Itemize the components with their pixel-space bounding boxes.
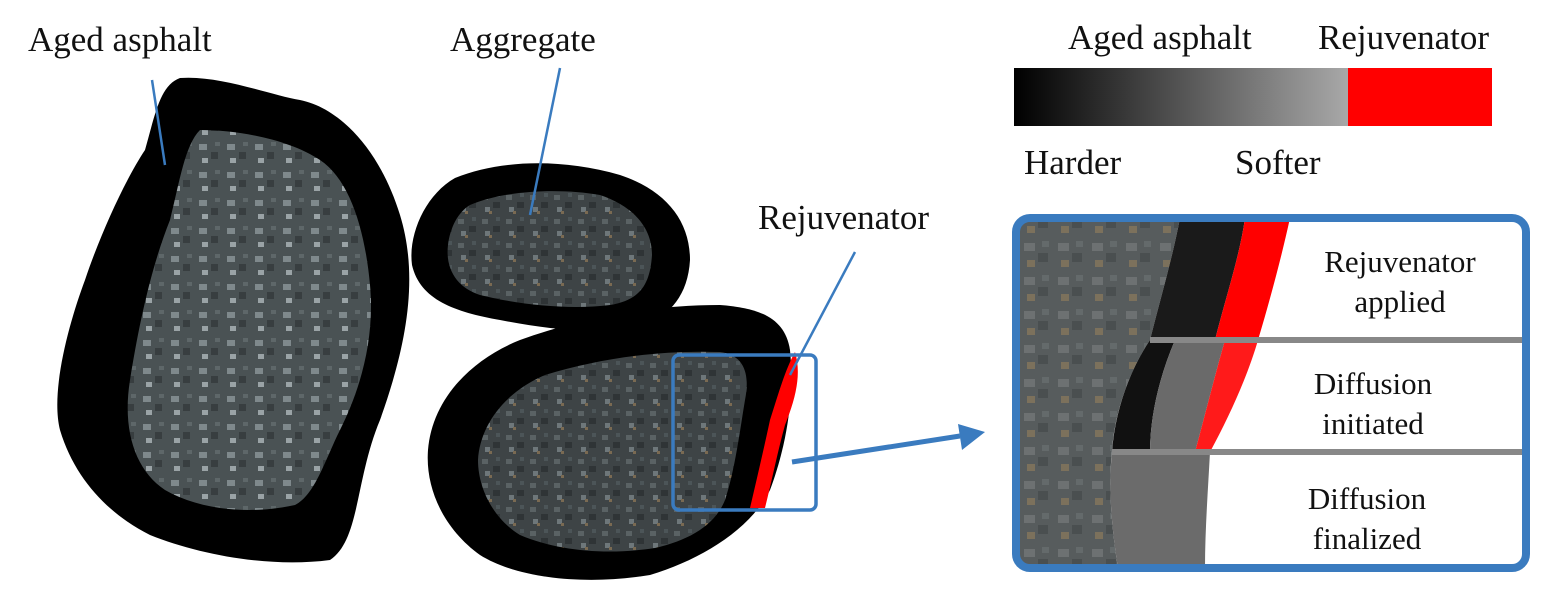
legend-label-rejuvenator: Rejuvenator [1318, 18, 1490, 57]
zoom-aggregate [1016, 218, 1180, 568]
legend-rejuvenator-bar [1348, 68, 1492, 126]
middle-particle [411, 163, 690, 331]
leader-aggregate [528, 67, 562, 216]
label-aggregate: Aggregate [450, 20, 596, 59]
zoom-stage1-rejuvenator [1215, 218, 1290, 340]
legend-label-aged-asphalt: Aged asphalt [1068, 18, 1252, 57]
aggregate-left [127, 130, 371, 510]
legend-gradient-bar [1014, 68, 1348, 126]
zoom-arrow-shaft [791, 433, 961, 465]
rejuvenator-layer [750, 352, 798, 508]
zoom-stage2-mid [1150, 340, 1225, 452]
aggregate-right [478, 351, 747, 552]
zoom-stage2-line1: Diffusion [1313, 366, 1433, 401]
zoom-panel-frame [1012, 214, 1530, 572]
zoom-stage2-label: Diffusion initiated [1268, 364, 1478, 445]
zoom-stage1-line2: applied [1354, 284, 1446, 320]
zoom-stage2-rejuvenator [1195, 340, 1258, 452]
aggregate-middle [447, 191, 652, 307]
leader-rejuvenator [788, 251, 857, 376]
zoom-arrow-head [958, 424, 985, 450]
zoom-divider-1 [1150, 337, 1526, 343]
zoom-stage1-asphalt [1150, 218, 1245, 340]
zoom-stage3-uniform [1110, 452, 1210, 568]
legend-label-softer: Softer [1235, 143, 1321, 182]
zoom-stage1-line1: Rejuvenator [1324, 244, 1476, 279]
label-rejuvenator: Rejuvenator [758, 198, 930, 237]
zoom-stage1-label: Rejuvenator applied [1295, 242, 1505, 323]
right-particle [427, 305, 798, 580]
zoom-stage2-hard [1112, 340, 1175, 452]
zoom-stage3-line2: finalized [1312, 521, 1422, 557]
zoom-panel [1016, 218, 1526, 568]
label-aged-asphalt: Aged asphalt [28, 20, 212, 59]
zoom-stage3-line1: Diffusion [1307, 481, 1427, 516]
zoom-divider-2 [1112, 449, 1526, 455]
leader-aged-asphalt [150, 79, 167, 166]
legend-label-harder: Harder [1024, 143, 1122, 182]
zoom-stage3-label: Diffusion finalized [1262, 479, 1472, 560]
left-particle [57, 77, 410, 563]
zoom-region-box [671, 353, 818, 512]
zoom-stage2-line2: initiated [1322, 406, 1424, 442]
